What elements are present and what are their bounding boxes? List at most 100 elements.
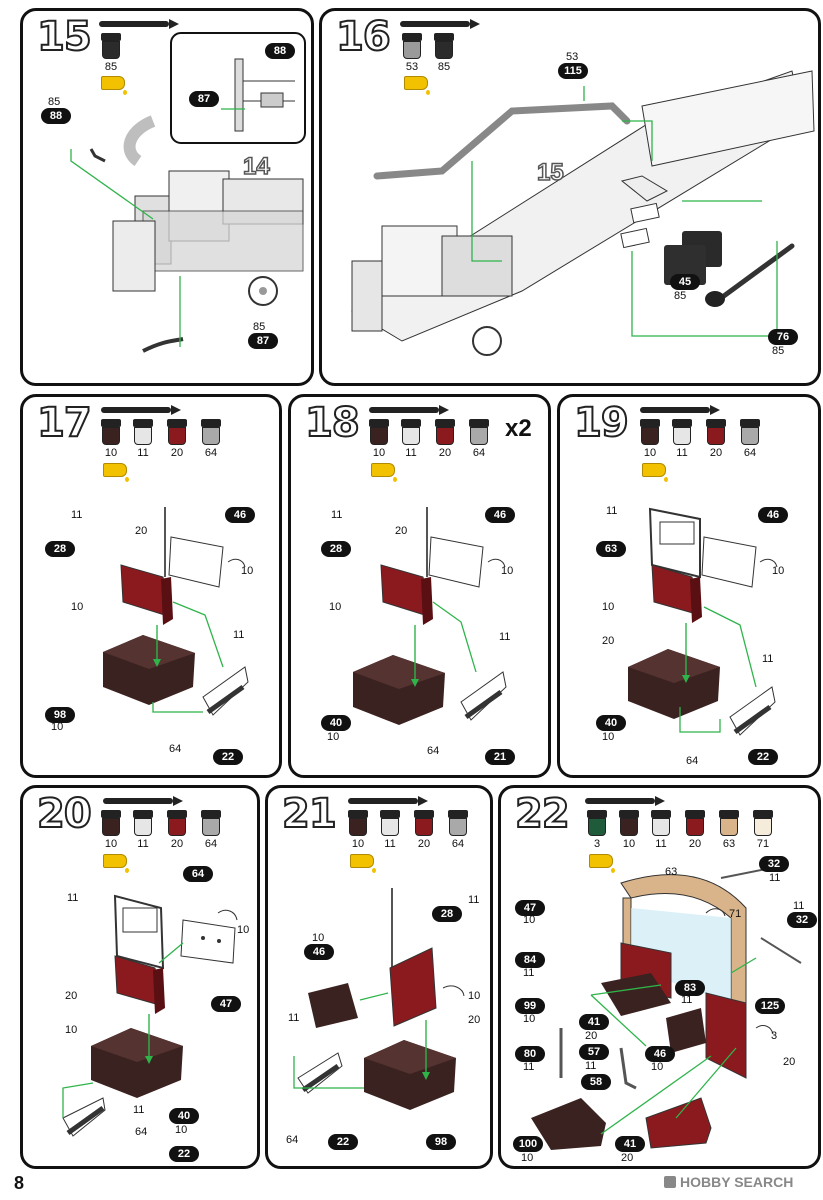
part-tag: 21 [485, 749, 515, 765]
paint-code: 20 [170, 838, 184, 850]
paint-code: 10 [104, 838, 118, 850]
paint-code: 20 [170, 447, 184, 459]
paint-pot-icon [201, 810, 221, 836]
part-tag: 58 [581, 1074, 611, 1090]
part-tag: 115 [558, 63, 588, 79]
step-19-illustration [628, 507, 778, 736]
part-tag: 47 [515, 900, 545, 916]
paint-pot-icon [740, 419, 760, 445]
paint-label: 10 [602, 601, 615, 613]
glue-icon [642, 463, 668, 482]
part-tag: 40 [169, 1108, 199, 1124]
step-number: 15 [36, 14, 93, 60]
watermark-text: HOBBY SEARCH [680, 1174, 794, 1190]
paint-label: 10 [241, 565, 254, 577]
step-22-illustration [531, 867, 802, 1150]
brush-icon [348, 796, 428, 806]
paint-label: 11 [681, 994, 693, 1006]
paint-pot-icon [402, 33, 422, 59]
paint-label: 10 [175, 1124, 188, 1136]
paint-label: 20 [65, 990, 78, 1002]
glue-icon [103, 463, 129, 482]
paint-pot-icon [414, 810, 434, 836]
paint-pot-icon [469, 419, 489, 445]
paint-label: 11 [523, 967, 535, 979]
brush-icon [369, 405, 449, 415]
part-tag: 41 [579, 1014, 609, 1030]
part-tag: 98 [45, 707, 75, 723]
part-tag: 100 [513, 1136, 543, 1152]
part-tag: 63 [596, 541, 626, 557]
paint-pot-icon [133, 810, 153, 836]
paint-code: 85 [104, 61, 118, 73]
part-tag: 22 [328, 1134, 358, 1150]
paint-pot-icon [640, 419, 660, 445]
paint-code: 10 [372, 447, 386, 459]
part-tag: 99 [515, 998, 545, 1014]
step-19-panel: 19 10 11 20 64 11 63 46 10 20 10 11 40 1… [557, 394, 821, 778]
brush-icon [585, 796, 665, 806]
paint-label: 11 [288, 1012, 300, 1024]
glue-icon [404, 76, 430, 95]
paint-pot-icon [753, 810, 773, 836]
paint-code: 64 [204, 447, 218, 459]
paint-label: 11 [585, 1060, 597, 1072]
glue-icon [589, 854, 615, 873]
part-tag: 22 [169, 1146, 199, 1162]
step-number: 18 [304, 400, 361, 446]
step-15-panel: 15 85 88 87 85 88 14 85 87 [20, 8, 314, 386]
part-tag: 46 [485, 507, 515, 523]
step-18-panel: 18 x2 10 11 20 64 11 20 28 46 10 10 11 4… [288, 394, 551, 778]
part-tag: 88 [265, 43, 295, 59]
paint-label: 10 [327, 731, 340, 743]
part-tag: 28 [432, 906, 462, 922]
part-tag: 46 [304, 944, 334, 960]
paint-label: 64 [427, 745, 440, 757]
paint-label: 11 [762, 653, 774, 665]
reference-step: 14 [242, 153, 270, 180]
paint-pot-icon [101, 419, 121, 445]
paint-pot-icon [101, 810, 121, 836]
watermark-logo-icon [664, 1176, 676, 1188]
part-tag: 28 [45, 541, 75, 557]
part-tag: 46 [645, 1046, 675, 1062]
part-tag: 40 [321, 715, 351, 731]
part-tag: 28 [321, 541, 351, 557]
paint-pot-icon [434, 33, 454, 59]
part-tag: 98 [426, 1134, 456, 1150]
paint-label: 11 [133, 1104, 145, 1116]
paint-label: 10 [523, 914, 536, 926]
paint-pot-icon [167, 810, 187, 836]
paint-pot-icon [587, 810, 607, 836]
part-tag: 32 [787, 912, 817, 928]
paint-pot-icon [685, 810, 705, 836]
paint-code: 63 [722, 838, 736, 850]
part-tag: 125 [755, 998, 785, 1014]
paint-label: 10 [772, 565, 785, 577]
paint-code: 10 [643, 447, 657, 459]
part-tag: 45 [670, 274, 700, 290]
paint-label: 10 [651, 1061, 664, 1073]
brush-icon [99, 19, 179, 29]
paint-label: 10 [51, 721, 64, 733]
step-18-illustration [353, 507, 507, 725]
part-tag: 41 [615, 1136, 645, 1152]
paint-label: 85 [674, 290, 687, 302]
paint-code: 20 [438, 447, 452, 459]
paint-label: 20 [783, 1056, 796, 1068]
paint-code: 11 [655, 838, 667, 850]
paint-label: 3 [771, 1030, 778, 1042]
watermark: HOBBY SEARCH [664, 1174, 793, 1190]
step-number: 20 [36, 791, 93, 837]
step-21-illustration [293, 888, 465, 1110]
paint-pot-icon [719, 810, 739, 836]
paint-label: 20 [602, 635, 615, 647]
step-17-panel: 17 10 11 20 64 11 20 28 46 10 10 11 98 1… [20, 394, 282, 778]
step-number: 22 [514, 791, 571, 837]
paint-label: 11 [468, 894, 480, 906]
part-tag: 46 [758, 507, 788, 523]
paint-code: 20 [709, 447, 723, 459]
glue-icon [101, 76, 127, 95]
step-15-illustration [70, 32, 306, 353]
paint-pot-icon [348, 810, 368, 836]
